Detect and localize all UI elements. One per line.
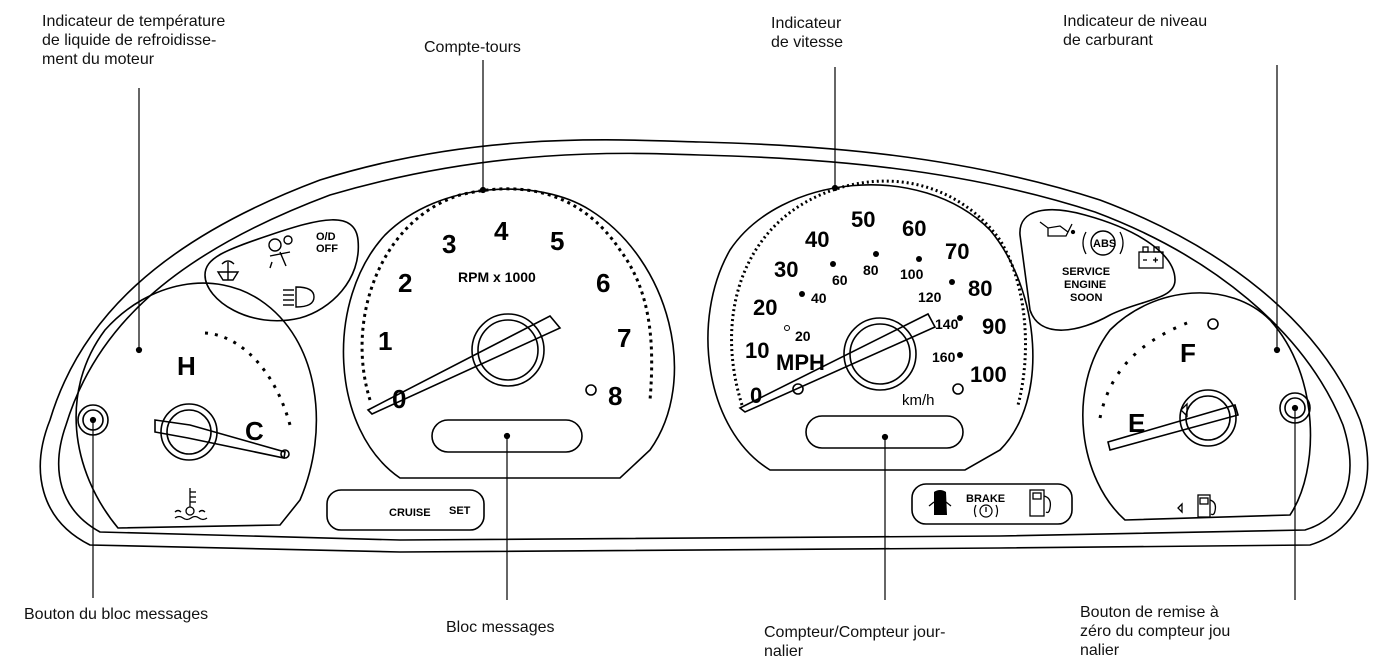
speedometer-hub bbox=[843, 317, 917, 391]
kmh-label: km/h bbox=[902, 392, 935, 409]
svg-text:OFF: OFF bbox=[316, 243, 338, 255]
coolant-temperature-icon bbox=[174, 488, 208, 521]
callout-message-button: Bouton du bloc messages bbox=[24, 606, 209, 623]
speedometer-kmh-numerals: 20 40 60 80 100 120 140 160 km/h bbox=[795, 262, 959, 409]
tachometer-needle bbox=[366, 314, 562, 415]
low-fuel-icon bbox=[1029, 489, 1052, 517]
callout-speedometer: Indicateur de vitesse bbox=[771, 15, 844, 51]
svg-text:40: 40 bbox=[811, 290, 827, 306]
svg-text:100: 100 bbox=[970, 362, 1007, 387]
svg-text:90: 90 bbox=[982, 314, 1006, 339]
cruise-indicator: CRUISE bbox=[389, 507, 431, 519]
temp-gauge-hub bbox=[160, 403, 218, 461]
svg-text:10: 10 bbox=[745, 338, 769, 363]
fuel-door-side-icon bbox=[1180, 402, 1188, 418]
svg-text:1: 1 bbox=[378, 326, 392, 356]
svg-text:ABS: ABS bbox=[1093, 238, 1116, 250]
brake-warning-indicator: BRAKE bbox=[966, 493, 1005, 518]
cluster-bezel-inner bbox=[58, 152, 1351, 541]
svg-text:SERVICE: SERVICE bbox=[1062, 266, 1110, 278]
svg-text:0: 0 bbox=[750, 383, 762, 408]
fuel-gauge-ticks bbox=[1098, 318, 1196, 419]
door-ajar-icon bbox=[928, 490, 952, 515]
svg-text:120: 120 bbox=[918, 289, 942, 305]
callout-fuel-gauge: Indicateur de niveau de carburant bbox=[1063, 13, 1208, 49]
svg-text:100: 100 bbox=[900, 266, 924, 282]
callout-tachometer: Compte-tours bbox=[424, 39, 521, 56]
oil-pressure-icon bbox=[1039, 221, 1076, 237]
left-warning-pod bbox=[204, 219, 360, 322]
fuel-pump-icon bbox=[1177, 494, 1217, 518]
speedometer-mph-numerals: 0 10 20 30 40 50 60 70 80 90 100 MPH bbox=[745, 207, 1007, 408]
battery-charge-icon bbox=[1138, 246, 1164, 269]
fuel-gauge-face bbox=[1082, 292, 1312, 521]
tachometer-numerals: 0 1 2 3 4 5 6 7 8 RPM x 1000 bbox=[378, 216, 631, 414]
svg-text:70: 70 bbox=[945, 239, 969, 264]
temp-hot-label: H bbox=[177, 351, 196, 381]
svg-text:2: 2 bbox=[398, 268, 412, 298]
temp-gauge-ticks bbox=[204, 331, 292, 426]
speedometer-needle bbox=[738, 312, 937, 413]
svg-text:O/D: O/D bbox=[316, 231, 336, 243]
fuel-needle bbox=[1107, 404, 1240, 451]
temp-cold-label: C bbox=[245, 416, 264, 446]
tachometer-ticks bbox=[360, 187, 654, 401]
svg-text:60: 60 bbox=[832, 272, 848, 288]
cruise-set-indicator: SET bbox=[449, 505, 471, 517]
tachometer-hub bbox=[471, 313, 545, 387]
svg-text:160: 160 bbox=[932, 349, 956, 365]
svg-text:30: 30 bbox=[774, 257, 798, 282]
temp-gauge-face bbox=[75, 282, 318, 529]
callout-coolant-temp: Indicateur de température de liquide de … bbox=[42, 13, 226, 68]
right-warning-pod bbox=[1019, 209, 1176, 331]
svg-text:20: 20 bbox=[753, 295, 777, 320]
svg-text:SOON: SOON bbox=[1070, 292, 1102, 304]
svg-text:BRAKE: BRAKE bbox=[966, 493, 1005, 505]
tachometer-face bbox=[342, 188, 676, 479]
airbag-icon bbox=[268, 235, 293, 269]
svg-text:4: 4 bbox=[494, 216, 509, 246]
speedometer-face bbox=[707, 184, 1034, 471]
cruise-panel bbox=[326, 489, 485, 531]
washer-fluid-icon bbox=[216, 260, 240, 281]
brake-panel bbox=[911, 483, 1073, 525]
temp-needle bbox=[154, 419, 286, 459]
callout-leader-lines bbox=[89, 60, 1299, 600]
svg-text:80: 80 bbox=[968, 276, 992, 301]
svg-text:8: 8 bbox=[608, 381, 622, 411]
headlight-icon bbox=[283, 286, 315, 308]
service-engine-soon-indicator: SERVICE ENGINE SOON bbox=[1062, 266, 1110, 304]
abs-warning-icon: ABS bbox=[1082, 230, 1124, 256]
fuel-gauge-hub bbox=[1179, 389, 1237, 447]
svg-text:ENGINE: ENGINE bbox=[1064, 279, 1106, 291]
svg-text:60: 60 bbox=[902, 216, 926, 241]
svg-text:7: 7 bbox=[617, 323, 631, 353]
svg-text:6: 6 bbox=[596, 268, 610, 298]
callout-trip-reset: Bouton de remise à zéro du compteur jou … bbox=[1080, 604, 1231, 659]
fuel-empty-label: E bbox=[1128, 408, 1145, 438]
cluster-bezel-outer bbox=[39, 139, 1369, 553]
speedometer-ticks bbox=[730, 179, 1027, 406]
svg-text:140: 140 bbox=[935, 316, 959, 332]
callout-message-center: Bloc messages bbox=[446, 619, 555, 636]
svg-text:0: 0 bbox=[392, 384, 406, 414]
svg-text:20: 20 bbox=[795, 328, 811, 344]
svg-text:80: 80 bbox=[863, 262, 879, 278]
fuel-full-label: F bbox=[1180, 338, 1196, 368]
svg-text:40: 40 bbox=[805, 227, 829, 252]
rpm-label: RPM x 1000 bbox=[458, 269, 536, 285]
od-off-indicator: O/D OFF bbox=[316, 231, 338, 255]
callout-odometer: Compteur/Compteur jour- nalier bbox=[764, 624, 946, 660]
svg-text:50: 50 bbox=[851, 207, 875, 232]
mph-label: MPH bbox=[776, 350, 825, 375]
svg-text:5: 5 bbox=[550, 226, 564, 256]
svg-text:3: 3 bbox=[442, 229, 456, 259]
